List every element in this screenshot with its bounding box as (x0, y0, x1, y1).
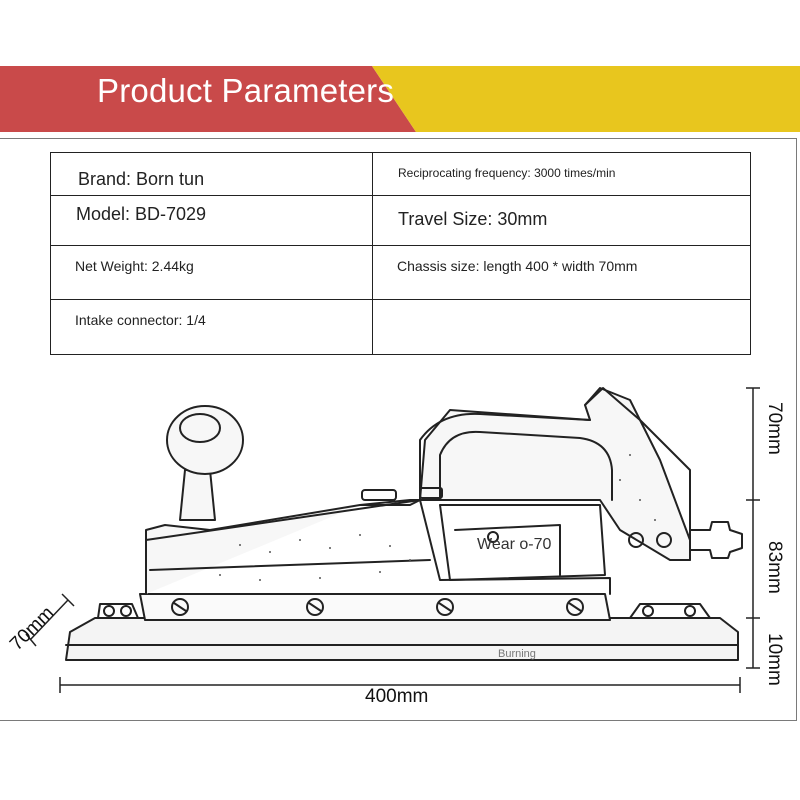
param-chassis: Chassis size: length 400 * width 70mm (397, 258, 638, 274)
dim-length: 400mm (365, 686, 429, 707)
param-cell: Intake connector: 1/4 (50, 299, 373, 355)
param-cell: Brand: Born tun (50, 152, 373, 196)
param-intake: Intake connector: 1/4 (75, 312, 206, 328)
param-cell: Model: BD-7029 (50, 195, 373, 246)
base-label: Burning (498, 648, 536, 660)
table-row: Model: BD-7029 Travel Size: 30mm (50, 195, 751, 246)
sander-drawing (25, 387, 760, 693)
banner-background (0, 66, 800, 132)
table-row: Net Weight: 2.44kg Chassis size: length … (50, 245, 751, 300)
param-cell: Net Weight: 2.44kg (50, 245, 373, 300)
param-cell (372, 299, 751, 355)
param-cell: Reciprocating frequency: 3000 times/min (372, 152, 751, 196)
param-frequency: Reciprocating frequency: 3000 times/min (398, 166, 616, 180)
table-row: Brand: Born tun Reciprocating frequency:… (50, 152, 751, 196)
param-weight: Net Weight: 2.44kg (75, 258, 194, 274)
dim-body-height: 83mm (764, 541, 785, 594)
header-banner (0, 66, 800, 132)
table-row: Intake connector: 1/4 (50, 299, 751, 355)
param-model: Model: BD-7029 (76, 204, 207, 224)
dim-base-height: 10mm (764, 633, 785, 686)
body-label: Wear o-70 (477, 536, 552, 553)
param-cell: Travel Size: 30mm (372, 195, 751, 246)
param-travel: Travel Size: 30mm (398, 209, 548, 229)
dim-handle-height: 70mm (764, 402, 785, 455)
param-brand: Brand: Born tun (78, 169, 205, 189)
param-cell: Chassis size: length 400 * width 70mm (372, 245, 751, 300)
content-frame (0, 138, 797, 721)
parameters-table: Brand: Born tun Reciprocating frequency:… (50, 152, 751, 355)
page-title: Product Parameters (97, 72, 395, 109)
